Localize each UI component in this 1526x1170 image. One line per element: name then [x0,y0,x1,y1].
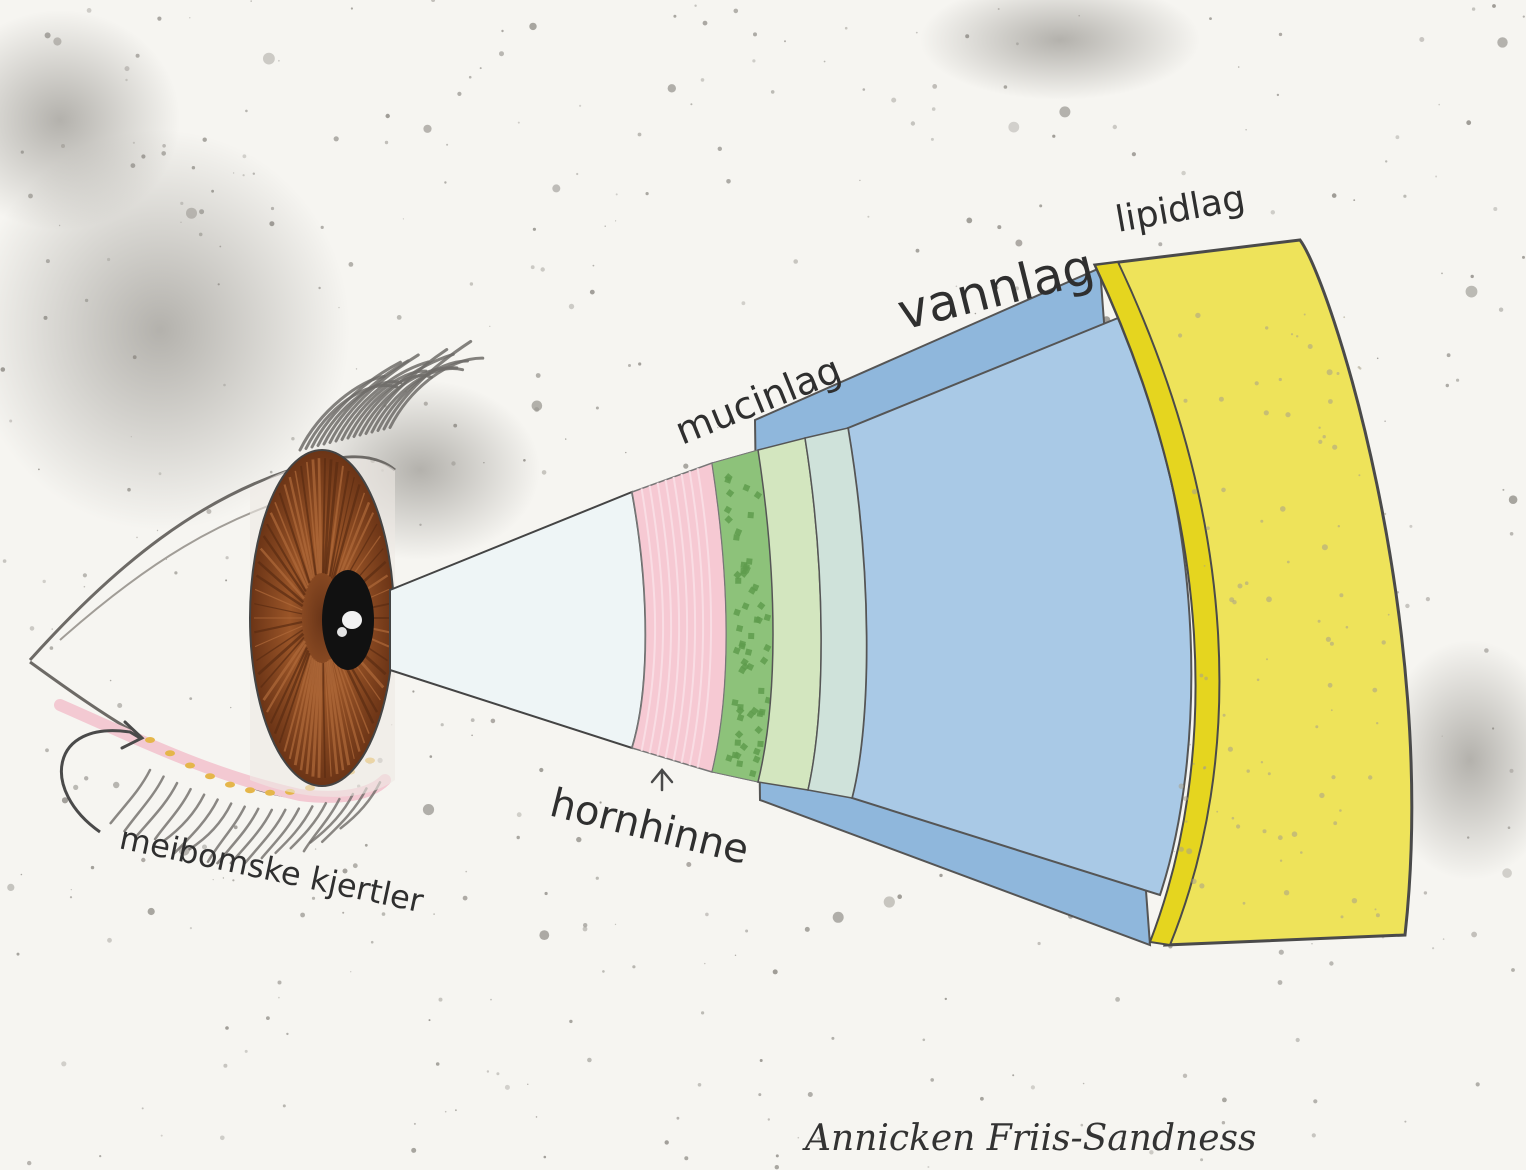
artist-signature: Annicken Friis-Sandness [802,1118,1256,1159]
eye [28,339,485,865]
mucin-dots-front [723,473,772,778]
upper-eyelashes [298,339,485,452]
background-shading [0,0,1526,880]
lipid-texture [1178,312,1390,919]
epithelium-stripes [640,468,713,768]
lipid-layer-edge [1093,260,1221,947]
cornea-arrow [650,768,674,792]
meibomian-arrow [60,729,141,834]
iris-texture [254,458,390,778]
lower-eyelashes [109,768,382,865]
pupil-highlight [342,611,362,629]
upper-eyelid [28,455,396,662]
